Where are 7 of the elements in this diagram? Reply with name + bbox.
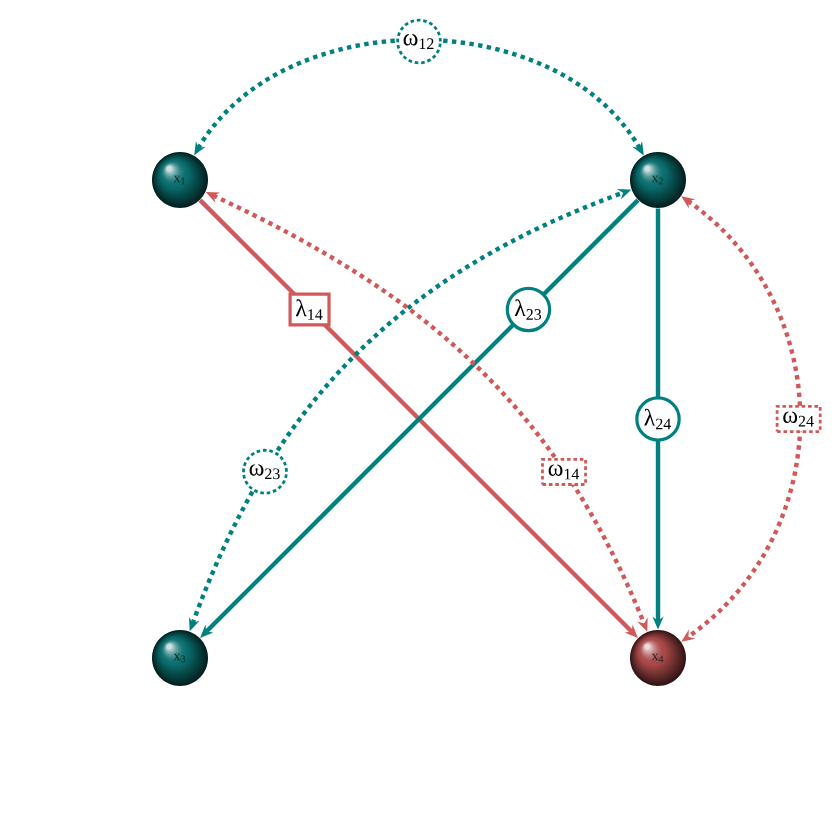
- edge-label: λ$_{24}$: [635, 396, 681, 442]
- edge-label: ω$_{14}$: [541, 457, 587, 486]
- edge-label: λ$_{14}$: [288, 292, 331, 327]
- edge-label: ω$_{24}$: [775, 405, 822, 433]
- edge-label: λ$_{23}$: [505, 286, 552, 333]
- edge-label: ω$_{12}$: [396, 18, 442, 65]
- edge-label: ω$_{23}$: [242, 448, 288, 495]
